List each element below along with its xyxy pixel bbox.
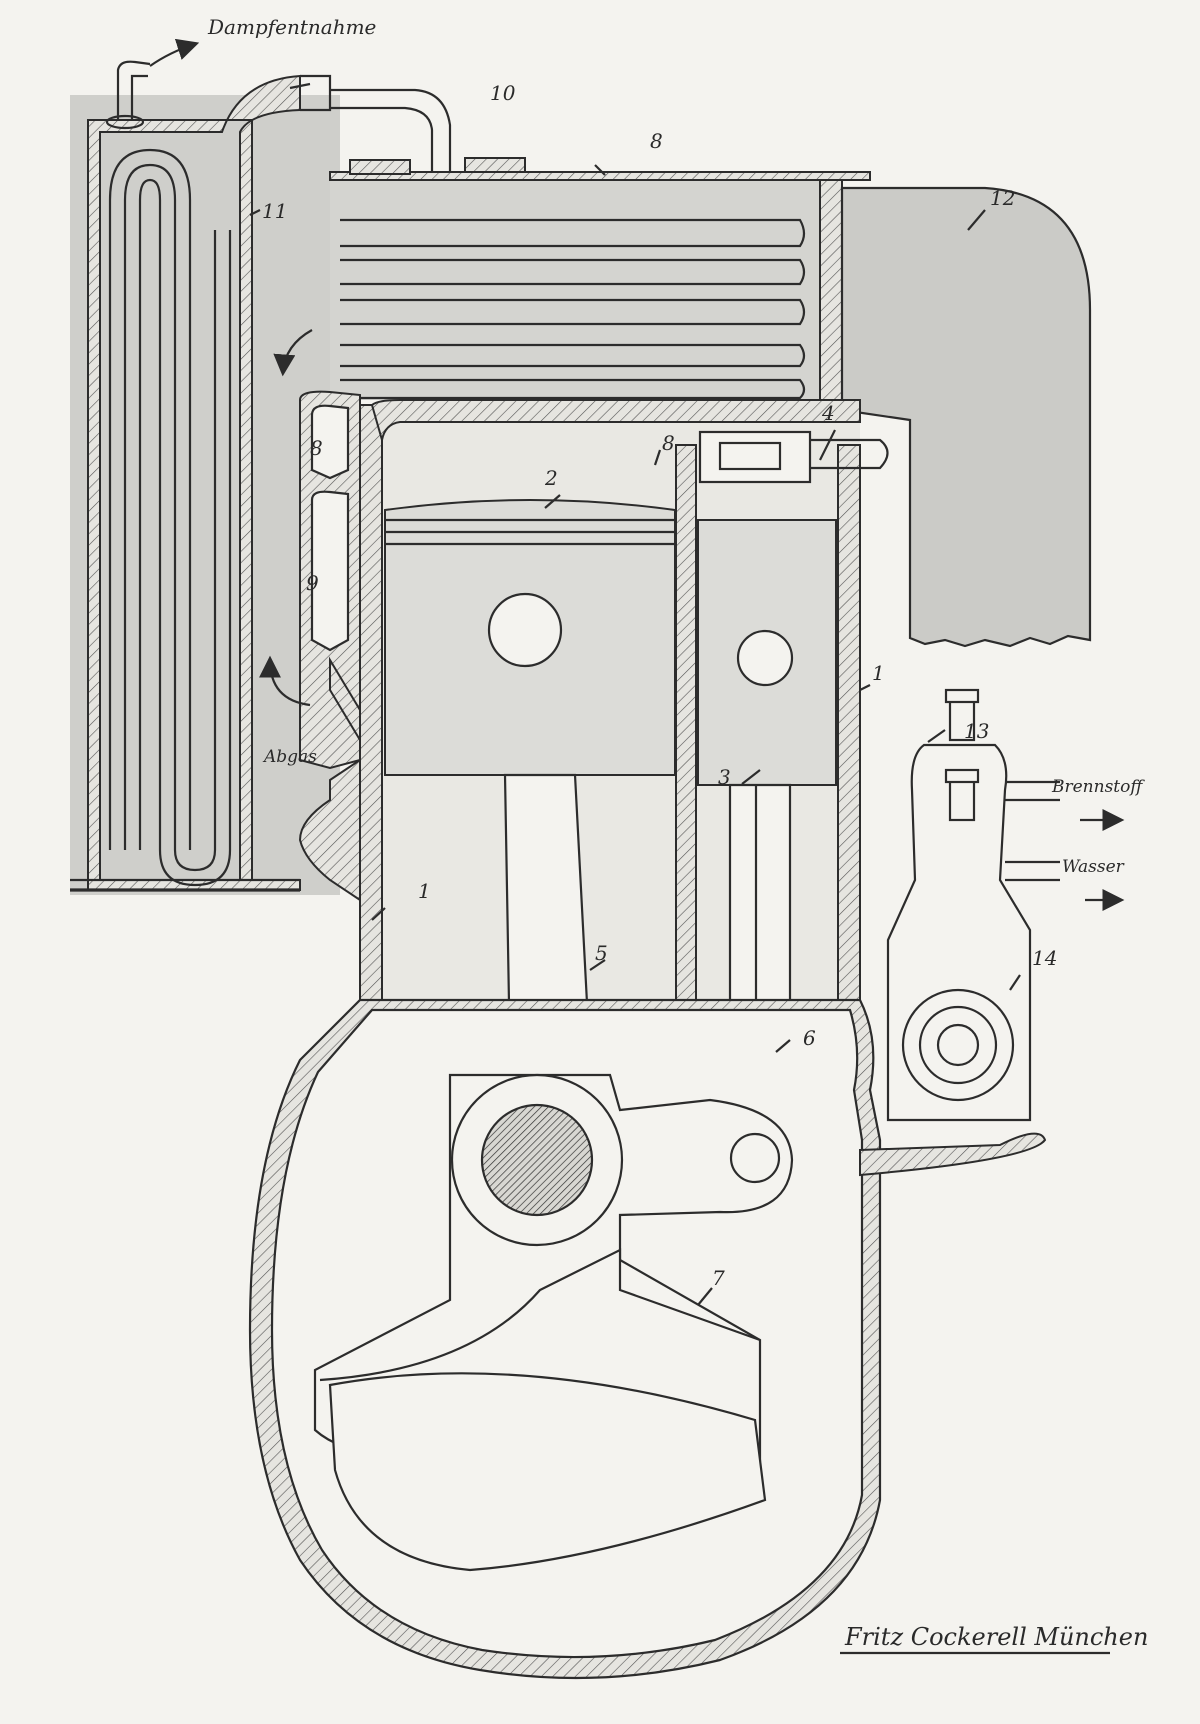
label-part-12: 12: [990, 186, 1015, 210]
exhaust-duct: [840, 186, 1092, 648]
label-fuel: Brennstoff: [1051, 777, 1145, 797]
label-part-8-center: 8: [662, 431, 675, 455]
label-part-4: 4: [821, 401, 835, 425]
label-part-9: 9: [306, 571, 319, 595]
leader-lines: [149, 38, 1125, 1306]
label-part-3: 3: [718, 765, 731, 789]
label-part-1-right: 1: [872, 661, 885, 685]
label-part-7: 7: [712, 1266, 725, 1290]
label-part-8-left: 8: [310, 436, 323, 460]
label-part-1-left: 1: [418, 879, 431, 903]
label-part-8-top: 8: [650, 129, 663, 153]
label-part-13: 13: [964, 719, 989, 743]
crankcase: [248, 998, 882, 1680]
label-water: Wasser: [1062, 857, 1125, 877]
label-exhaust: Abgas: [262, 747, 317, 767]
cylinder-head-fins: [300, 74, 871, 411]
label-part-11: 11: [262, 199, 287, 223]
injection-pump: [859, 688, 1060, 1177]
boiler-heat-exchanger: [70, 60, 340, 895]
main-piston: [384, 499, 676, 776]
label-steam-outlet: Dampfentnahme: [207, 15, 376, 39]
label-part-6: 6: [803, 1026, 816, 1050]
label-part-2: 2: [544, 466, 558, 490]
label-part-5: 5: [595, 941, 608, 965]
part-labels: Dampfentnahme 10 8 12 11 8 8 4 2 9 1 Abg…: [207, 15, 1145, 1290]
label-part-14: 14: [1032, 946, 1057, 970]
label-part-10: 10: [490, 81, 516, 105]
signature: Fritz Cockerell München: [844, 1623, 1148, 1651]
signature-block: Fritz Cockerell München: [840, 1623, 1148, 1655]
secondary-piston: [697, 519, 837, 786]
